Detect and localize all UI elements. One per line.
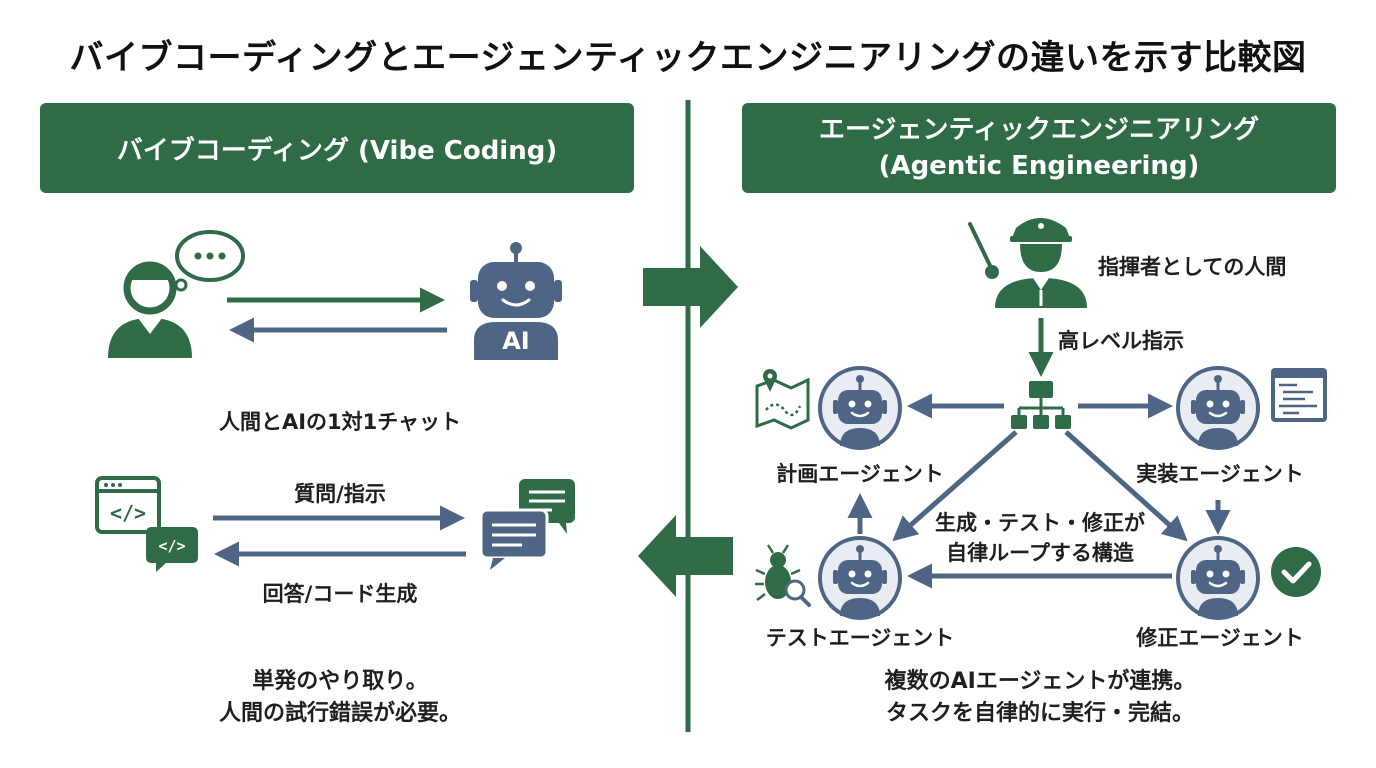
vibe-coding-header-label: バイブコーディング (Vibe Coding) xyxy=(116,135,558,166)
autonomous-loop-label: 生成・テスト・修正が 自律ループする構造 xyxy=(920,508,1160,568)
autonomous-loop-line2: 自律ループする構造 xyxy=(946,541,1134,565)
chat-bubbles-icon xyxy=(479,479,575,570)
vibe-summary: 単発のやり取り。 人間の試行錯誤が必要。 xyxy=(150,666,530,730)
agentic-header-line2: (Agentic Engineering) xyxy=(878,151,1200,181)
agentic-header-line1: エージェンティックエンジニアリング xyxy=(819,115,1259,145)
code-editor-icon xyxy=(1271,368,1327,422)
fix-agent-node xyxy=(1176,536,1260,620)
agentic-engineering-header: エージェンティックエンジニアリング (Agentic Engineering) xyxy=(742,103,1336,193)
question-instruction-label: 質問/指示 xyxy=(294,482,386,506)
bug-search-icon xyxy=(755,544,811,607)
conductor-label: 指揮者としての人間 xyxy=(1098,255,1287,279)
implementation-agent-node xyxy=(1176,366,1260,450)
test-agent-label: テストエージェント xyxy=(765,626,955,650)
thought-bubble-icon xyxy=(168,230,245,299)
test-agent-node xyxy=(818,536,902,620)
one-to-one-chat-caption: 人間とAIの1対1チャット xyxy=(218,410,462,434)
high-level-instruction-label: 高レベル指示 xyxy=(1058,329,1184,353)
vibe-summary-line1: 単発のやり取り。 xyxy=(252,669,428,694)
check-circle-icon xyxy=(1271,547,1321,597)
agentic-summary-line1: 複数のAIエージェントが連携。 xyxy=(884,669,1196,694)
ai-label: AI xyxy=(502,327,530,355)
vibe-summary-line2: 人間の試行錯誤が必要。 xyxy=(218,701,461,726)
conductor-icon xyxy=(968,218,1087,308)
fix-agent-label: 修正エージェント xyxy=(1136,626,1304,650)
implementation-agent-label: 実装エージェント xyxy=(1136,462,1304,486)
left-block-arrow xyxy=(638,515,733,597)
ai-robot-icon xyxy=(470,242,562,360)
code-symbol-text-small: </> xyxy=(158,537,185,555)
agentic-summary: 複数のAIエージェントが連携。 タスクを自律的に実行・完結。 xyxy=(840,666,1240,730)
planning-agent-label: 計画エージェント xyxy=(776,462,944,486)
planning-agent-node xyxy=(818,366,902,450)
code-symbol-text: </> xyxy=(110,501,146,525)
autonomous-loop-line1: 生成・テスト・修正が xyxy=(935,511,1145,535)
hierarchy-icon xyxy=(1011,381,1071,429)
vibe-coding-header: バイブコーディング (Vibe Coding) xyxy=(40,103,634,193)
page-title: バイブコーディングとエージェンティックエンジニアリングの違いを示す比較図 xyxy=(69,38,1307,78)
code-window-icon xyxy=(95,476,198,572)
arrow-hub-to-fix xyxy=(1064,430,1188,542)
agentic-summary-line2: タスクを自律的に実行・完結。 xyxy=(885,701,1194,726)
human-icon xyxy=(108,261,192,358)
answer-code-label: 回答/コード生成 xyxy=(262,582,418,606)
right-block-arrow xyxy=(643,246,738,328)
arrow-hub-to-test xyxy=(892,430,1018,542)
map-route-icon xyxy=(755,369,810,430)
